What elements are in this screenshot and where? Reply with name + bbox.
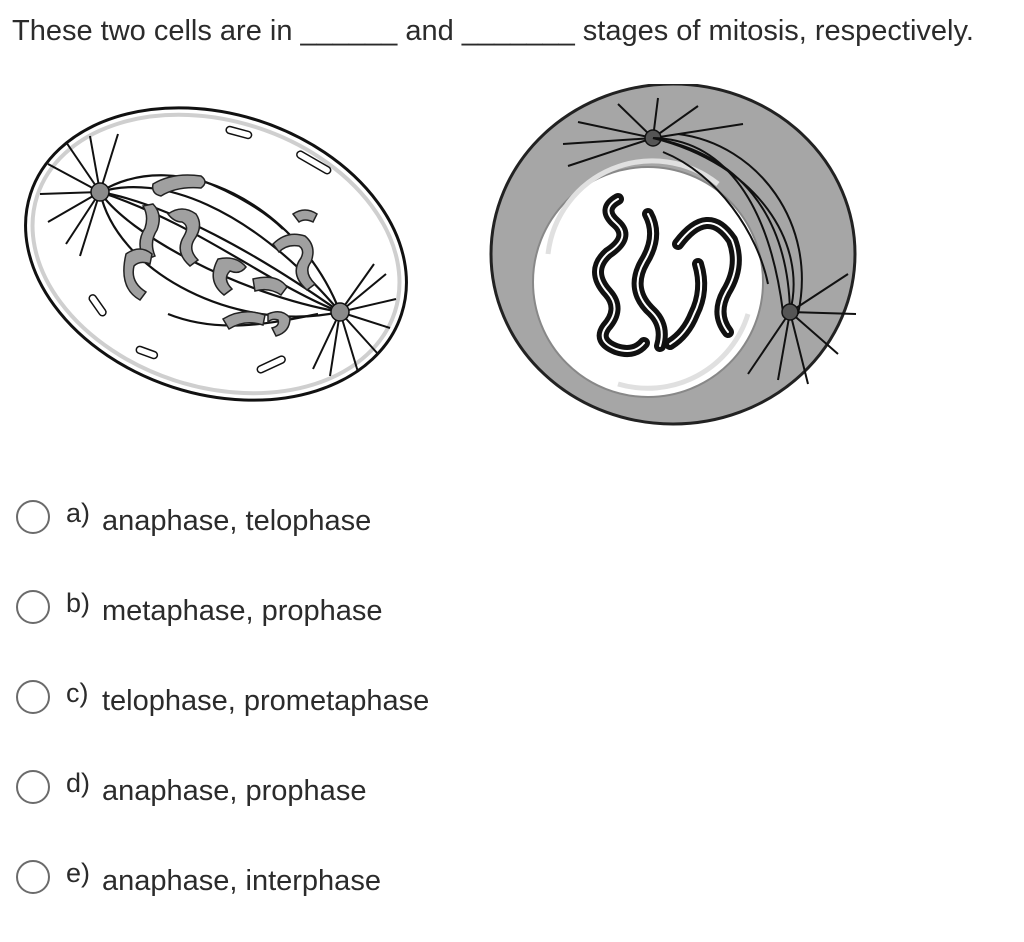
option-b-letter: b) <box>66 588 91 618</box>
option-d-letter: d) <box>66 768 91 798</box>
option-b-text: metaphase, prophase <box>102 595 383 627</box>
option-a-text: anaphase, telophase <box>102 505 372 537</box>
question-part-2: and <box>405 15 454 47</box>
option-d-radio[interactable] <box>16 770 50 804</box>
option-b[interactable]: b) metaphase, prophase <box>14 582 714 672</box>
question-part-3: stages of mitosis, respectively. <box>582 15 974 47</box>
answer-options: a) anaphase, telophase b) metaphase, pro… <box>14 492 714 942</box>
question-text: These two cells are in ______ and ______… <box>12 12 1012 50</box>
question-blank-2: _______ <box>461 15 575 47</box>
option-d-text: anaphase, prophase <box>102 775 367 807</box>
option-a-letter: a) <box>66 498 91 528</box>
option-c-text: telophase, prometaphase <box>102 685 430 717</box>
mitosis-cells-figure <box>24 84 857 426</box>
option-b-radio[interactable] <box>16 590 50 624</box>
option-a[interactable]: a) anaphase, telophase <box>14 492 714 582</box>
option-d[interactable]: d) anaphase, prophase <box>14 762 714 852</box>
question-blank-1: ______ <box>300 15 398 47</box>
option-e-text: anaphase, interphase <box>102 865 381 897</box>
option-e-radio[interactable] <box>16 860 50 894</box>
option-a-radio[interactable] <box>16 500 50 534</box>
right-cell <box>489 84 857 426</box>
question-part-1: These two cells are in <box>12 15 293 47</box>
left-cell <box>24 106 408 402</box>
option-c-radio[interactable] <box>16 680 50 714</box>
option-c[interactable]: c) telophase, prometaphase <box>14 672 714 762</box>
option-e[interactable]: e) anaphase, interphase <box>14 852 714 942</box>
option-e-letter: e) <box>66 858 91 888</box>
option-c-letter: c) <box>66 678 89 708</box>
